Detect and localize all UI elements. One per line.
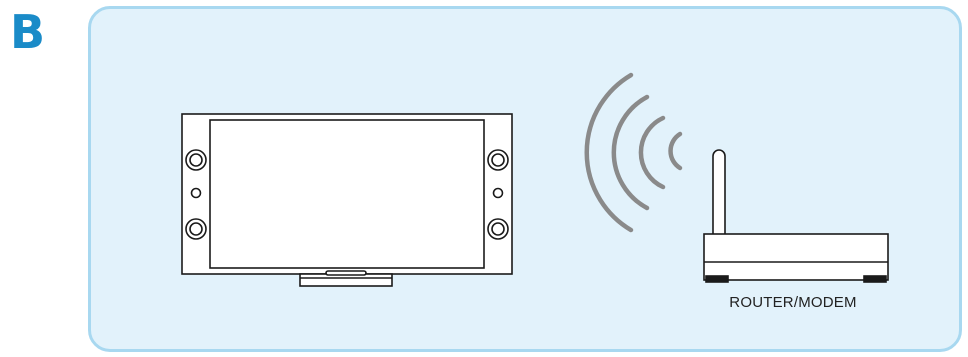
router-foot-right xyxy=(864,276,886,282)
wifi-signal-icon xyxy=(587,75,680,230)
tv-speaker-left-bottom-inner xyxy=(190,223,202,235)
tv-button-left xyxy=(192,189,201,198)
tv-speaker-right-bottom-inner xyxy=(492,223,504,235)
router-icon xyxy=(704,150,888,282)
tv-screen xyxy=(210,120,484,268)
router-foot-left xyxy=(706,276,728,282)
router-label: ROUTER/MODEM xyxy=(688,294,898,311)
signal-wave-1 xyxy=(587,75,631,230)
tv-button-right xyxy=(494,189,503,198)
router-antenna xyxy=(713,150,725,240)
router-body xyxy=(704,234,888,280)
tv-icon xyxy=(182,114,512,286)
tv-stand-foot xyxy=(326,271,366,275)
signal-wave-3 xyxy=(641,118,663,187)
tv-speaker-left-top-inner xyxy=(190,154,202,166)
signal-wave-4 xyxy=(671,134,680,168)
tv-speaker-right-top-inner xyxy=(492,154,504,166)
